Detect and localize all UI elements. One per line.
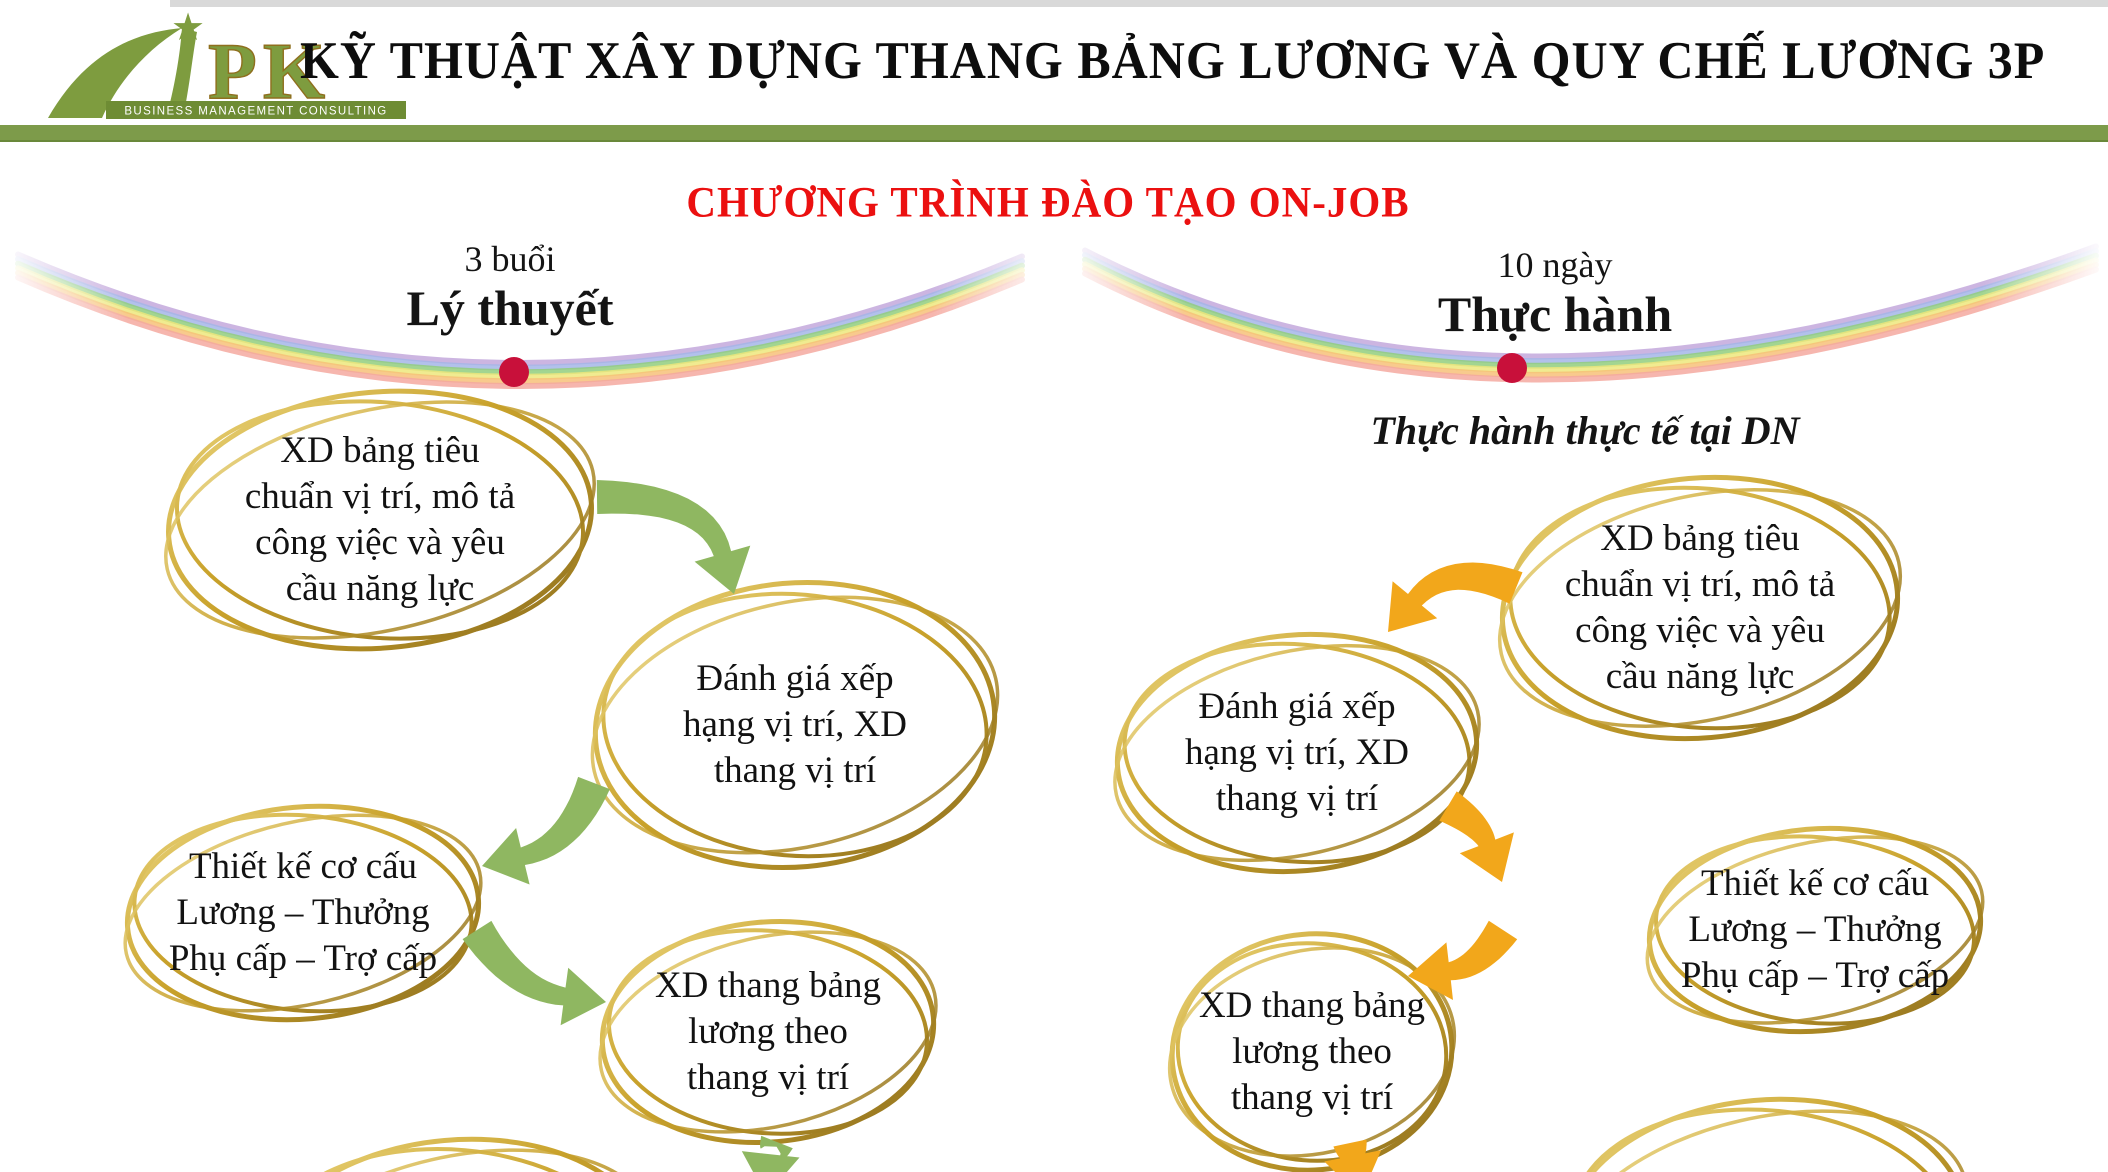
apk-logo: ★ PK BUSINESS MANAGEMENT CONSULTING — [40, 4, 420, 122]
flow-arrow-green — [596, 480, 751, 594]
ellipse-practice-step-2 — [1113, 631, 1481, 875]
rainbow-arc — [1082, 243, 2099, 383]
column-header-practice: 10 ngày Thực hành — [1355, 244, 1755, 342]
logo-swoosh-a-left — [48, 28, 182, 118]
flow-arrow-orange — [1439, 791, 1514, 882]
logo-tagline: BUSINESS MANAGEMENT CONSULTING — [124, 106, 387, 118]
header-divider — [0, 125, 2108, 142]
flow-arrow-orange — [1324, 1139, 1382, 1172]
theory-duration: 3 buổi — [464, 239, 556, 279]
flow-arrow-green — [741, 1135, 800, 1172]
apk-logo-graphic: ★ PK BUSINESS MANAGEMENT CONSULTING — [48, 5, 406, 119]
ellipse-theory-step-1 — [164, 388, 596, 652]
ellipse-practice-step-5 — [1561, 1096, 1969, 1172]
theory-title: Lý thuyết — [406, 280, 614, 336]
flow-arrow-orange — [1408, 920, 1518, 1000]
milestone-dot — [1497, 353, 1527, 383]
program-title: CHƯƠNG TRÌNH ĐÀO TẠO ON-JOB — [686, 177, 1410, 227]
ellipse-theory-step-5 — [255, 1136, 655, 1172]
practice-duration: 10 ngày — [1497, 245, 1613, 285]
practice-subtitle: Thực hành thực tế tại DN — [1370, 408, 1800, 453]
top-gray-strip — [170, 0, 2108, 7]
milestone-dot — [499, 357, 529, 387]
ellipse-practice-step-4 — [1167, 931, 1457, 1172]
logo-banner — [106, 101, 406, 119]
ellipse-theory-step-2 — [590, 579, 1000, 871]
flow-arrow-green — [482, 776, 610, 885]
ellipse-practice-step-3 — [1645, 825, 1985, 1035]
ellipse-theory-step-3 — [123, 803, 483, 1023]
flow-arrow-green — [462, 920, 606, 1026]
column-header-theory: 3 buổi Lý thuyết — [310, 238, 710, 336]
logo-star-icon: ★ — [171, 5, 205, 49]
flow-arrow-orange — [1388, 562, 1523, 632]
page-title: KỸ THUẬT XÂY DỰNG THANG BẢNG LƯƠNG VÀ QU… — [300, 30, 2046, 90]
practice-title: Thực hành — [1437, 286, 1673, 342]
ellipse-practice-step-1 — [1497, 474, 1903, 742]
logo-swoosh-a-right — [166, 28, 197, 118]
ellipse-theory-step-4 — [598, 918, 938, 1146]
